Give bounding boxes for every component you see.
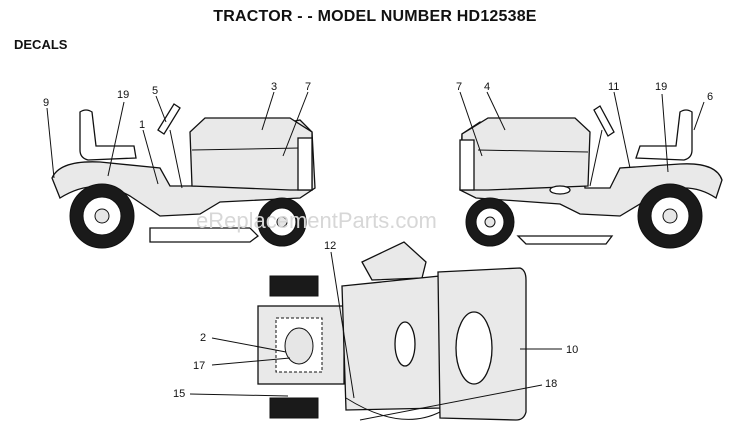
leader-1 <box>142 129 159 185</box>
callout-18: 18 <box>545 378 557 390</box>
lift-lever-right <box>549 185 571 195</box>
callout-11: 11 <box>608 81 619 93</box>
mower-deck-right <box>516 235 614 245</box>
leader-18 <box>359 384 543 421</box>
mid-body-top-view <box>341 275 443 411</box>
leader-7-left <box>282 91 309 157</box>
leader-19-right <box>661 93 669 173</box>
mower-deck-left <box>149 227 259 243</box>
leader-4 <box>486 91 506 131</box>
callout-19-left: 19 <box>117 89 129 101</box>
tractor-right-side-view <box>459 105 723 249</box>
steering-wheel-left <box>157 103 181 135</box>
grille-left <box>297 137 313 191</box>
tractor-left-side-view <box>51 103 316 249</box>
console-top-view <box>394 321 416 367</box>
steering-column-right <box>589 129 603 187</box>
steering-wheel-right <box>593 105 615 137</box>
steering-column-left <box>169 129 183 189</box>
leader-lines <box>46 91 705 421</box>
leader-17 <box>211 357 291 366</box>
callout-7-left: 7 <box>305 81 311 93</box>
leader-11 <box>613 91 631 169</box>
callout-1: 1 <box>139 119 145 131</box>
hood-panel-top-view <box>455 311 493 385</box>
seat-right <box>635 109 693 161</box>
decal-area-top-view <box>275 317 323 373</box>
grille-right <box>459 139 475 191</box>
callout-numbers: 9 19 5 1 3 7 7 4 11 19 6 12 2 17 10 15 1… <box>43 81 713 400</box>
callout-2: 2 <box>200 332 206 344</box>
leader-15 <box>189 393 289 397</box>
hood-line-left <box>191 147 301 151</box>
callout-5: 5 <box>152 85 158 97</box>
tractor-top-view <box>257 241 527 421</box>
rear-tire-top-lower <box>269 397 319 419</box>
rear-tire-top-upper <box>269 275 319 297</box>
front-hub-center-left <box>276 216 288 228</box>
seat-left <box>79 109 137 161</box>
deck-edge-top-view <box>345 397 441 420</box>
diagram-title: TRACTOR - - MODEL NUMBER HD12538E <box>213 8 537 25</box>
callout-19-right: 19 <box>655 81 667 93</box>
steering-top-view <box>361 241 427 281</box>
hood-line-right <box>477 149 589 153</box>
leader-19-left <box>107 101 125 177</box>
leader-5 <box>155 95 167 123</box>
leader-3 <box>261 91 275 131</box>
section-label: DECALS <box>14 37 68 52</box>
front-hub-center-right <box>484 216 496 228</box>
leader-2 <box>211 337 287 353</box>
leader-7-right <box>459 91 483 157</box>
rear-hub-center-left <box>94 208 110 224</box>
callout-12: 12 <box>324 240 336 252</box>
callout-17: 17 <box>193 360 205 372</box>
rear-hub-center-right <box>662 208 678 224</box>
leader-6 <box>693 101 705 131</box>
watermark: eReplacementParts.com <box>196 208 437 233</box>
leader-9 <box>46 107 55 179</box>
callout-7-right: 7 <box>456 81 462 93</box>
callout-6: 6 <box>707 91 713 103</box>
seat-top-view <box>284 327 314 365</box>
callout-9: 9 <box>43 97 49 109</box>
leader-12 <box>330 251 355 399</box>
callout-4: 4 <box>484 81 490 93</box>
callout-15: 15 <box>173 388 185 400</box>
callout-10: 10 <box>566 344 578 356</box>
callout-3: 3 <box>271 81 277 93</box>
